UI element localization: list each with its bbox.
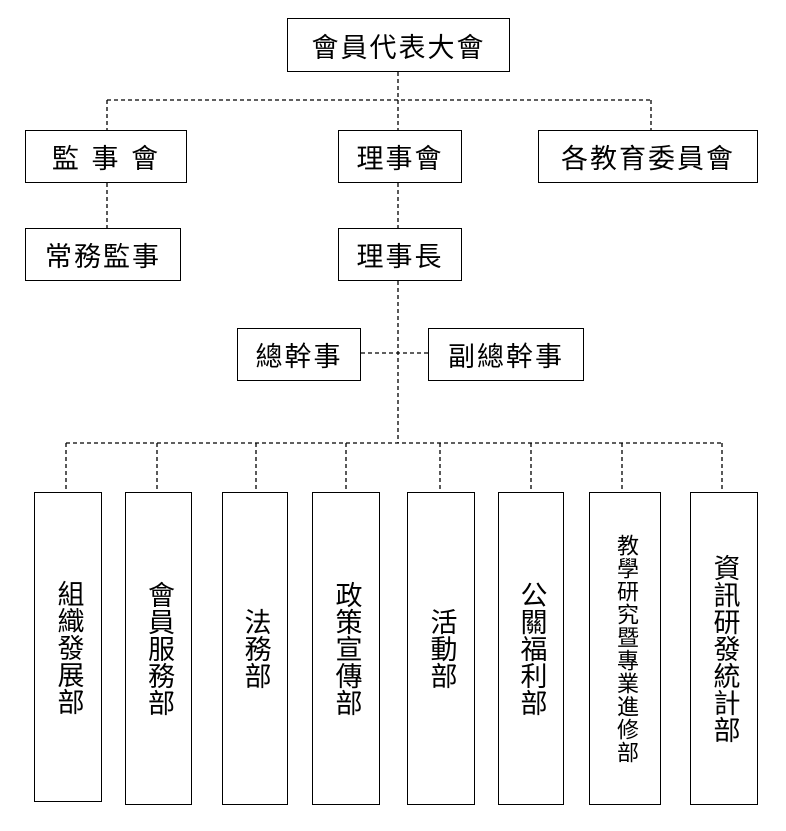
node-secretary-general: 總幹事: [237, 328, 361, 381]
dept-policy-publicity: 政策宣傳部: [312, 492, 380, 805]
node-deputy-secretary-general: 副總幹事: [428, 328, 584, 381]
dept-activities: 活動部: [407, 492, 475, 805]
dept-organization-development: 組織發展部: [34, 492, 102, 802]
dept-public-relations-welfare: 公關福利部: [498, 492, 564, 805]
node-standing-supervisor: 常務監事: [25, 228, 181, 281]
dept-legal-affairs: 法務部: [222, 492, 288, 805]
node-board-of-directors: 理事會: [338, 130, 462, 183]
node-member-assembly: 會員代表大會: [287, 18, 510, 72]
node-chairman: 理事長: [338, 228, 462, 281]
dept-information-research-statistics: 資訊研發統計部: [690, 492, 758, 805]
dept-member-services: 會員服務部: [125, 492, 192, 805]
node-education-committees: 各教育委員會: [538, 130, 758, 183]
dept-teaching-research-professional-development: 教學研究暨專業進修部: [589, 492, 661, 805]
node-supervisory-board: 監 事 會: [25, 130, 187, 183]
